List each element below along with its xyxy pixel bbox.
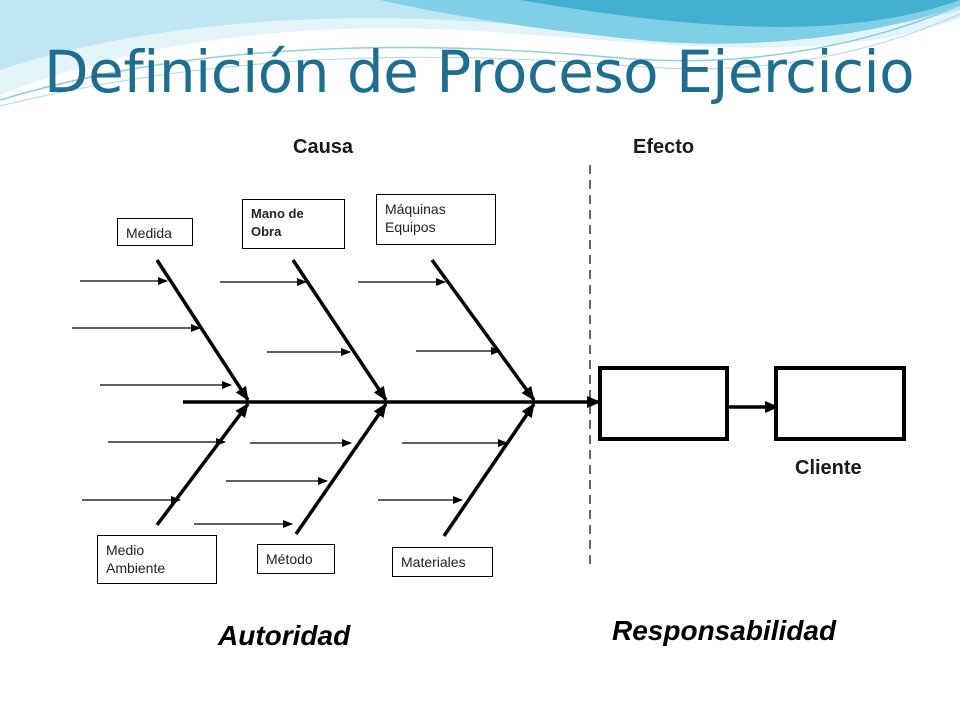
branch-mano-de-obra <box>291 259 388 401</box>
effect-box-process <box>598 366 729 441</box>
cause-box-medio-ambiente: Medio Ambiente <box>97 535 217 584</box>
sub-cause-arrows <box>72 277 508 528</box>
header-wave-decoration <box>0 0 960 107</box>
branch-medida <box>155 259 250 401</box>
branch-medio-ambiente <box>155 402 250 527</box>
cause-heading: Causa <box>293 136 354 158</box>
cause-box-materiales: Materiales <box>392 547 493 577</box>
page-title: Definición de Proceso Ejercicio <box>44 38 915 106</box>
cause-box-maquinas-equipos: Máquinas Equipos <box>376 194 496 245</box>
branch-maquinas-equipos <box>430 258 536 402</box>
autoridad-label: Autoridad <box>218 620 351 651</box>
cause-box-medida: Medida <box>117 218 193 246</box>
branch-materiales <box>442 403 536 537</box>
responsabilidad-label: Responsabilidad <box>612 615 837 646</box>
cliente-label: Cliente <box>795 457 862 479</box>
effect-box-cliente <box>774 366 906 441</box>
cause-box-metodo: Método <box>257 544 335 574</box>
effect-heading: Efecto <box>633 136 695 158</box>
cause-box-mano-de-obra: Mano de Obra <box>242 199 345 249</box>
branch-metodo <box>294 403 388 535</box>
